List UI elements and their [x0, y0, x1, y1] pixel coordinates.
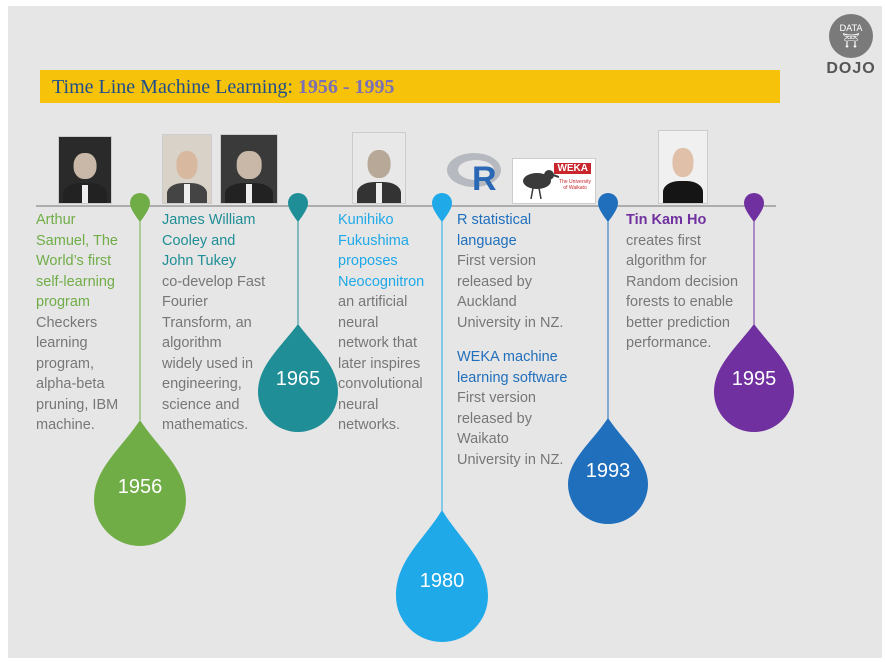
- pin-1965: [288, 193, 308, 222]
- year-label-1980: 1980: [419, 570, 465, 592]
- entry-1980-heading-3: proposes: [338, 253, 398, 269]
- drop-1956: [94, 420, 186, 546]
- entry-1956-heading-2: Samuel, The: [36, 232, 118, 249]
- entry-1995-body-2: algorithm for: [626, 253, 707, 269]
- entry-1993-heading2-1: WEKA machine: [457, 349, 558, 365]
- entry-1956-heading-4: self-learning: [36, 273, 115, 290]
- torii-gate-icon: DATA⛩: [829, 14, 873, 58]
- pin-1980: [432, 193, 452, 222]
- entry-1980-body-2: neural: [338, 314, 379, 331]
- entry-1980-heading-4: Neocognitron: [338, 273, 425, 290]
- entry-1956-heading-3: World’s first: [36, 253, 112, 269]
- entry-1980-body-3: network that: [338, 335, 417, 351]
- entry-1956-body-1: Checkers: [36, 314, 98, 331]
- entry-1980-heading-1: Kunihiko: [338, 212, 394, 228]
- entry-1993-body2-1: First version: [457, 390, 536, 406]
- entry-1965-heading-1: James William: [162, 212, 256, 228]
- entry-1995-heading-1: Tin Kam Ho: [626, 212, 707, 228]
- photo-tin-kam-ho: [658, 130, 708, 204]
- entry-1965-body-8: mathematics.: [162, 417, 249, 433]
- drop-1993: [568, 418, 648, 524]
- entry-1993-body2-3: Waikato: [457, 431, 509, 447]
- drop-1995: [714, 324, 794, 432]
- entry-1993-body2-2: released by: [457, 410, 532, 427]
- r-language-logo: R: [447, 153, 501, 196]
- entry-1993-body2-4: University in NZ.: [457, 451, 564, 468]
- entry-1995-body-1: creates first: [626, 232, 701, 249]
- entry-1995-body-5: better prediction: [626, 314, 730, 331]
- entry-1993: R statistical language First version rel…: [457, 210, 597, 470]
- entry-1956-body-6: machine.: [36, 417, 95, 433]
- entry-1956-heading-5: program: [36, 294, 90, 310]
- photo-john-tukey: [220, 134, 278, 204]
- pin-1995: [744, 193, 764, 222]
- weka-logo-text: WEKA: [554, 163, 591, 174]
- entry-1993-heading-2: language: [457, 232, 517, 249]
- entry-1956-body-5: pruning, IBM: [36, 396, 119, 413]
- entry-1965: James William Cooley and John Tukey co-d…: [162, 210, 292, 436]
- r-logo-letter: R: [472, 160, 497, 196]
- entry-1965-body-1: co-develop Fast: [162, 273, 266, 290]
- entry-1980-body-6: neural: [338, 396, 379, 413]
- entry-1995-body-3: Random decision: [626, 273, 739, 290]
- drop-1965: [258, 324, 338, 432]
- weka-sub-2: of Waikato: [563, 185, 587, 191]
- drop-1980: [396, 510, 488, 642]
- entry-1965-body-3: Transform, an: [162, 314, 252, 331]
- entry-1956: Arthur Samuel, The World’s first self-le…: [36, 210, 138, 436]
- entry-1956-heading-1: Arthur: [36, 212, 76, 228]
- entry-1956-body-3: program,: [36, 355, 95, 372]
- page-title: Time Line Machine Learning: 1956 - 1995: [52, 76, 395, 98]
- entry-1980-body-7: networks.: [338, 417, 401, 433]
- entry-1965-body-6: engineering,: [162, 376, 242, 392]
- entry-1980-body-1: an artificial: [338, 294, 408, 310]
- entry-1965-heading-2: Cooley and: [162, 232, 236, 249]
- entry-1995-body-4: forests to enable: [626, 294, 734, 310]
- photo-arthur-samuel: [58, 136, 112, 204]
- entry-1965-body-4: algorithm: [162, 335, 222, 351]
- entry-1993-body-3: Auckland: [457, 294, 517, 310]
- logo-text: DOJO: [826, 60, 876, 77]
- entry-1993-heading-1: R statistical: [457, 212, 532, 228]
- year-label-1993: 1993: [585, 460, 631, 482]
- entry-1993-body-4: University in NZ.: [457, 314, 564, 331]
- entry-1993-body-1: First version: [457, 253, 536, 269]
- entry-1995-body-6: performance.: [626, 335, 712, 351]
- data-dojo-logo: DATA⛩ DOJO: [825, 14, 877, 78]
- photo-kunihiko-fukushima: [352, 132, 406, 204]
- entry-1980-body-5: convolutional: [338, 376, 423, 392]
- year-label-1965: 1965: [275, 368, 321, 390]
- entry-1980: Kunihiko Fukushima proposes Neocognitron…: [338, 210, 440, 436]
- photo-james-cooley: [162, 134, 212, 204]
- year-label-1956: 1956: [117, 476, 163, 498]
- entry-1995: Tin Kam Ho creates first algorithm for R…: [626, 210, 748, 354]
- entry-1993-heading2-2: learning software: [457, 369, 568, 386]
- entry-1993-body-2: released by: [457, 273, 532, 290]
- entry-1956-body-2: learning: [36, 335, 88, 351]
- title-years: 1956 - 1995: [297, 76, 395, 98]
- entry-1980-heading-2: Fukushima: [338, 232, 409, 249]
- title-bar: Time Line Machine Learning: 1956 - 1995: [40, 70, 780, 103]
- entry-1965-heading-3: John Tukey: [162, 253, 237, 269]
- entry-1956-body-4: alpha-beta: [36, 376, 105, 392]
- entry-1965-body-2: Fourier: [162, 294, 208, 310]
- weka-sub-1: The University: [559, 179, 591, 185]
- weka-bird-icon: [523, 170, 559, 200]
- pin-1993: [598, 193, 618, 222]
- entry-1980-body-4: later inspires: [338, 355, 421, 372]
- entry-1965-body-5: widely used in: [162, 355, 254, 372]
- year-label-1995: 1995: [731, 368, 777, 390]
- pin-1956: [130, 193, 150, 222]
- entry-1965-body-7: science and: [162, 396, 240, 413]
